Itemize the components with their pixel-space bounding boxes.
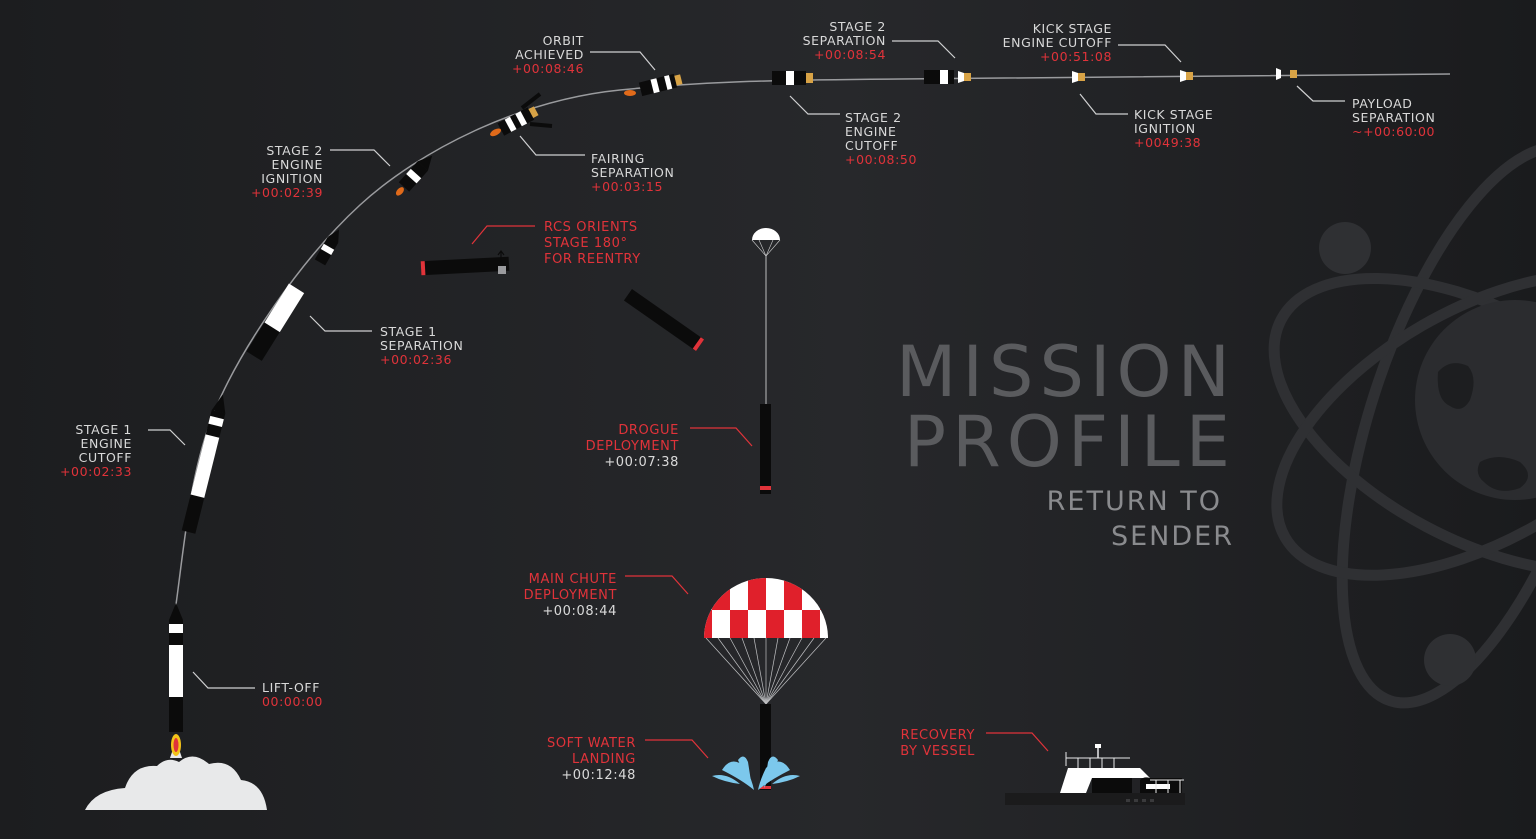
water-splash-icon	[712, 756, 800, 790]
stage1-separation-label: STAGE 1 SEPARATION +00:02:36	[380, 324, 464, 367]
title-profile: PROFILE	[903, 401, 1236, 483]
payload-separation-label: PAYLOAD SEPARATION ~+00:60:00	[1352, 96, 1436, 139]
stage1-cutoff-label: STAGE 1 ENGINE CUTOFF +00:02:33	[59, 422, 132, 479]
recovery-vessel-icon	[1005, 744, 1185, 805]
kick-stage-cutoff-label: KICK STAGE ENGINE CUTOFF +00:51:08	[1002, 21, 1112, 64]
parachute-icon	[751, 228, 781, 494]
stage2-separation-label: STAGE 2 SEPARATION +00:08:54	[802, 19, 886, 62]
stage2-cutoff-label: STAGE 2 ENGINE CUTOFF +00:08:50	[845, 110, 918, 167]
rocket-icon	[169, 603, 183, 732]
kick-stage-ignition-label: KICK STAGE IGNITION +0049:38	[1134, 107, 1214, 150]
subtitle-return-to: RETURN TO	[1046, 486, 1222, 517]
title-mission: MISSION	[895, 331, 1236, 413]
liftoff-label: LIFT-OFF 00:00:00	[262, 680, 323, 709]
rcs-orients-label: RCS ORIENTS STAGE 180° FOR REENTRY	[544, 220, 641, 267]
recovery-by-vessel-label: RECOVERY BY VESSEL	[900, 728, 975, 759]
subtitle-sender: SENDER	[1110, 521, 1234, 552]
main-chute-deployment-label: MAIN CHUTE DEPLOYMENT +00:08:44	[523, 572, 617, 619]
soft-water-landing-label: SOFT WATER LANDING +00:12:48	[546, 736, 636, 783]
orbit-achieved-label: ORBIT ACHIEVED +00:08:46	[511, 33, 584, 76]
fairing-separation-label: FAIRING SEPARATION +00:03:15	[591, 151, 675, 194]
stage2-ignition-label: STAGE 2 ENGINE IGNITION +00:02:39	[250, 143, 323, 200]
drogue-deployment-label: DROGUE DEPLOYMENT +00:07:38	[585, 423, 679, 470]
main-parachute-icon	[704, 578, 828, 790]
